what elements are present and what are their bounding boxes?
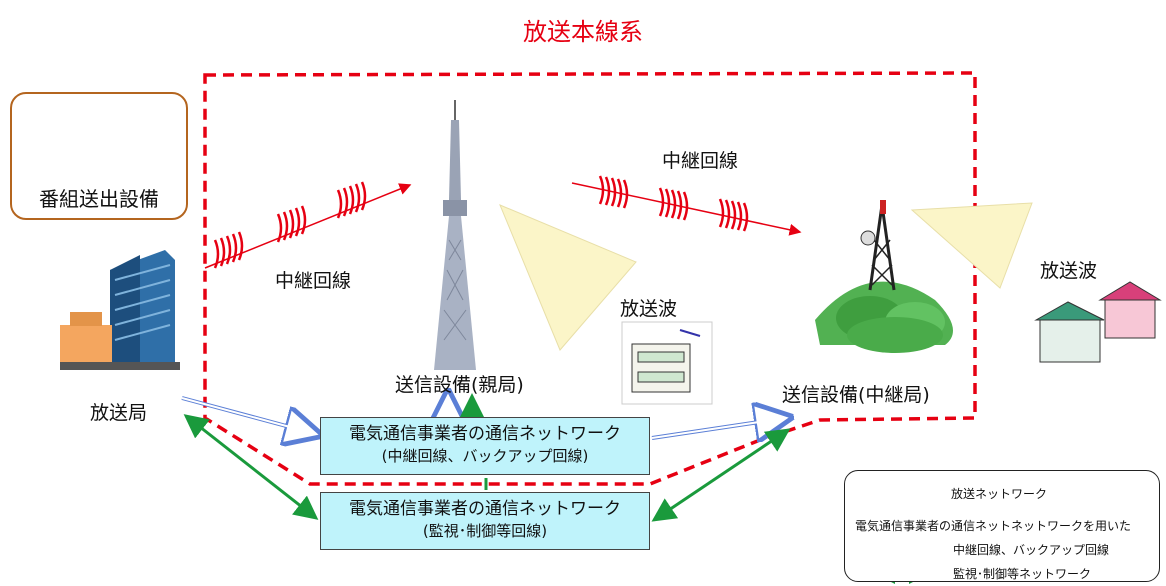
legend-relay-backup: 中継回線、バックアップ回線: [953, 543, 1110, 557]
relay-wave-left: [204, 181, 412, 269]
tv-tower-icon: [434, 100, 476, 370]
broadcast-wave-right-label: 放送波: [1040, 260, 1098, 282]
legend-broadcast-network: 放送ネットワーク: [951, 487, 1048, 501]
network-box-relay: 電気通信事業者の通信ネットワーク (中継回線、バックアップ回線): [320, 417, 650, 475]
transmitter-parent-label: 送信設備(親局): [395, 374, 524, 396]
broadcast-wave-center-label: 放送波: [620, 298, 678, 320]
relay-line-left-label: 中継回線: [275, 270, 352, 292]
monitor-green-arrows: [183, 393, 791, 522]
broadcast-station-label: 放送局: [90, 402, 148, 424]
transmitter-relay-label: 送信設備(中継局): [782, 384, 930, 406]
network-box-monitor: 電気通信事業者の通信ネットワーク (監視･制御等回線): [320, 492, 650, 550]
beam-center: [499, 204, 637, 351]
house-icon-right: [1034, 281, 1162, 372]
program-equipment-box: 番組送出設備: [10, 92, 188, 220]
network-box-monitor-sub: (監視･制御等回線): [422, 522, 548, 540]
network-box-relay-title: 電気通信事業者の通信ネットワーク: [349, 424, 621, 444]
network-box-relay-sub: (中継回線、バックアップ回線): [381, 447, 589, 465]
page-title: 放送本線系: [523, 18, 643, 46]
network-box-monitor-title: 電気通信事業者の通信ネットワーク: [349, 499, 621, 519]
legend-heading: 電気通信事業者の通信ネットネットワークを用いた: [855, 519, 1132, 533]
relay-wave-top: [571, 175, 802, 236]
relay-line-top-label: 中継回線: [662, 150, 739, 172]
broadcast-station-icon: [60, 250, 180, 370]
program-equipment-label: 番組送出設備: [39, 187, 159, 211]
legend-monitoring: 監視･制御等ネットワーク: [953, 567, 1092, 581]
relay-mountain-icon: [815, 200, 953, 353]
house-icon-center: [621, 321, 713, 405]
legend: 放送ネットワーク 電気通信事業者の通信ネットネットワークを用いた 中継回線、バッ…: [844, 470, 1160, 582]
beam-right: [910, 202, 1033, 289]
